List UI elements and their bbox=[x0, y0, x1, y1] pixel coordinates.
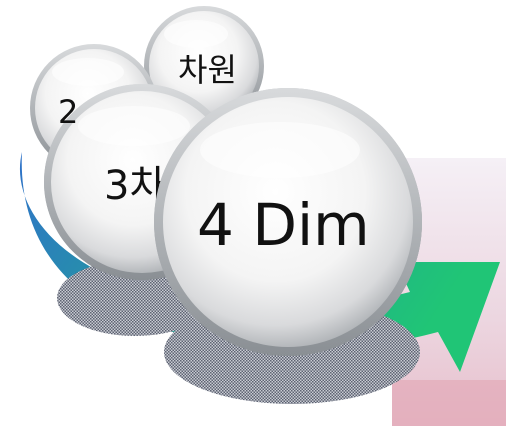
background-photo-stripe bbox=[392, 380, 506, 426]
bubble-back-right-label: 차원 bbox=[178, 54, 237, 86]
bubble-middle-label: 3차 bbox=[104, 166, 166, 206]
bubble-front-label: 4 Dim bbox=[197, 196, 370, 254]
bubble-back-left-label: 2 bbox=[58, 96, 78, 128]
